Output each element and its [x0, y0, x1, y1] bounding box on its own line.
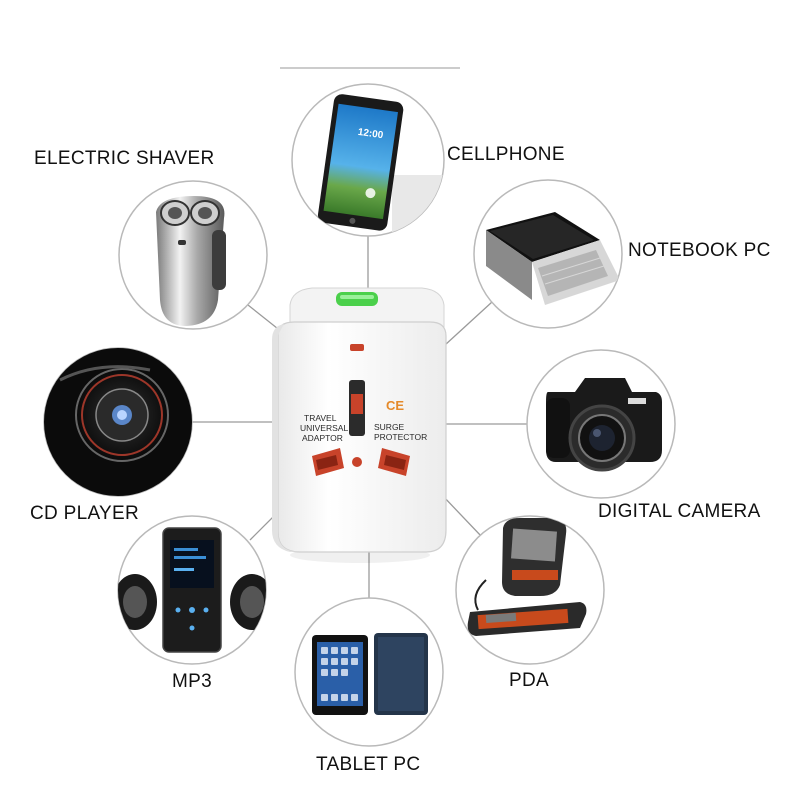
cd-player-image — [43, 347, 193, 497]
adaptor-text-protector: PROTECTOR — [374, 432, 427, 442]
label-electric-shaver: ELECTRIC SHAVER — [34, 148, 215, 169]
adaptor-text-travel: TRAVEL — [304, 413, 337, 423]
label-cd-player: CD PLAYER — [30, 503, 139, 524]
adaptor-text-universal: UNIVERSAL — [300, 423, 348, 433]
adaptor-text-adaptor: ADAPTOR — [302, 433, 343, 443]
phone-clock: 12:00 — [357, 127, 384, 142]
digital-camera-image — [526, 349, 676, 499]
adaptor-text-surge: SURGE — [374, 422, 405, 432]
label-tablet-pc: TABLET PC — [316, 754, 421, 775]
label-mp3: MP3 — [172, 671, 212, 692]
electric-shaver-image — [118, 180, 268, 330]
tablet-pc-image — [294, 597, 444, 747]
travel-adaptor-image: TRAVEL UNIVERSAL ADAPTOR CE SURGE PROTEC… — [272, 287, 447, 563]
label-cellphone: CELLPHONE — [447, 144, 565, 165]
label-digital-camera: DIGITAL CAMERA — [598, 501, 761, 522]
label-pda: PDA — [509, 670, 549, 691]
pda-image — [455, 515, 605, 665]
ce-mark: CE — [386, 398, 404, 413]
connector-lines — [192, 236, 527, 598]
cellphone-image: 12:00 — [291, 83, 445, 237]
label-notebook-pc: NOTEBOOK PC — [628, 240, 771, 261]
notebook-pc-image — [473, 179, 623, 329]
mp3-player-image — [117, 515, 267, 665]
